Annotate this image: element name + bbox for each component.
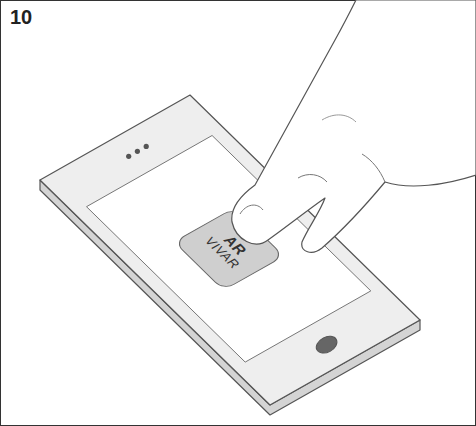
knuckle-crease [298,175,327,182]
finger-nail [240,205,263,214]
phone-body [40,95,420,405]
home-button [313,333,339,357]
speaker-dot [126,154,131,159]
thumb-crease [362,154,385,182]
finger-crease [322,115,356,122]
hand-outline [232,0,476,252]
phone-screen [87,136,371,363]
speaker-dot [144,144,149,149]
speaker-dot [135,149,140,154]
step-number: 10 [10,6,32,29]
